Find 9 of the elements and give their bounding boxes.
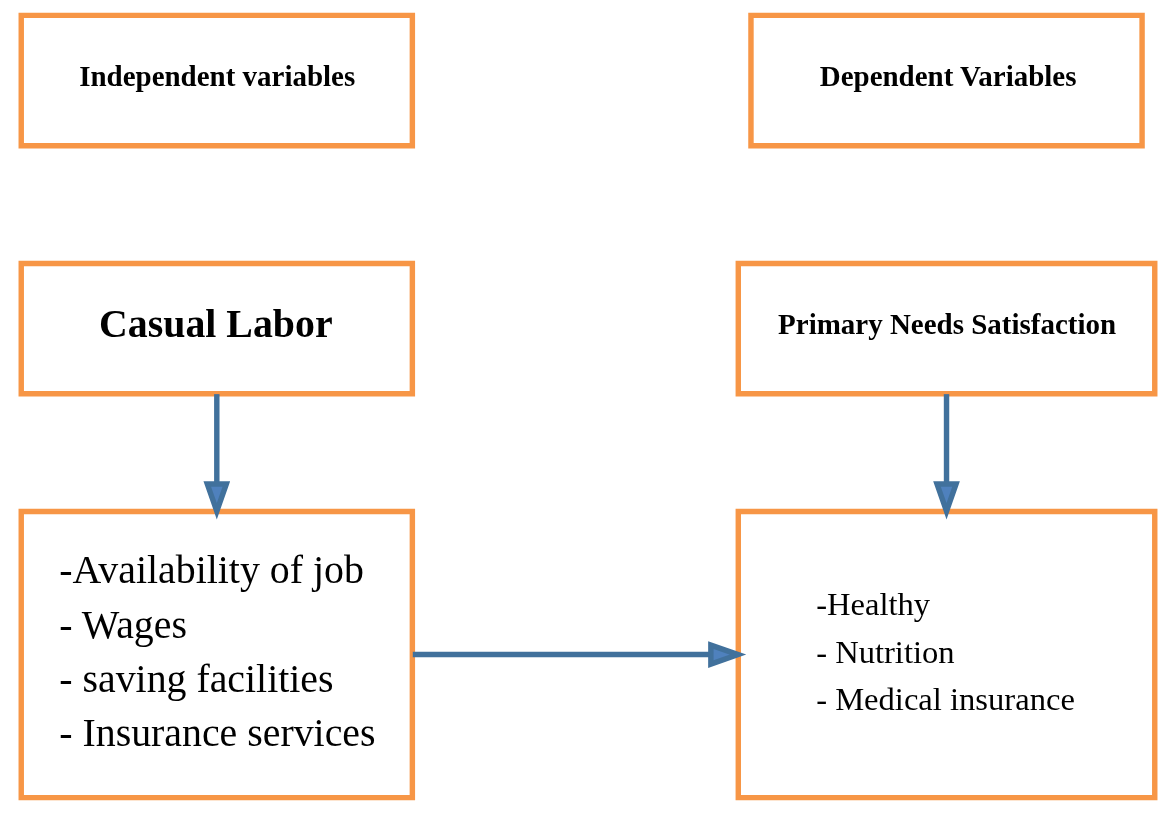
arrow: [412, 641, 747, 668]
node-box: -Availability of job - Wages - saving facilities - Insurance services: [18, 508, 416, 801]
node-box: Primary Needs Satisfaction: [735, 260, 1158, 397]
node-box: -Healthy - Nutrition - Medical insurance: [735, 508, 1158, 801]
node-box: Dependent Variables: [748, 12, 1145, 149]
arrow: [933, 394, 960, 520]
arrow: [203, 394, 231, 520]
node-box: Independent variables: [18, 12, 416, 149]
node-box: Casual Labor: [18, 260, 416, 397]
